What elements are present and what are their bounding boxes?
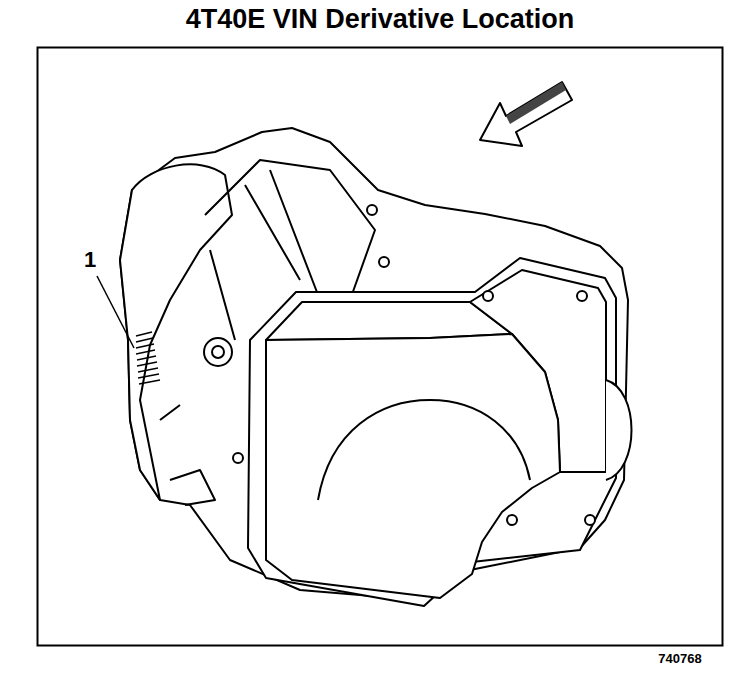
- vin-stamp-area: [136, 332, 160, 384]
- bolt: [577, 291, 587, 301]
- pan-flange: [160, 405, 215, 505]
- bolt: [585, 515, 595, 525]
- bolt: [507, 515, 517, 525]
- cover-gasket: [248, 258, 616, 606]
- figure-number: 740768: [658, 652, 701, 665]
- boss: [204, 338, 232, 366]
- bolt: [379, 257, 389, 267]
- side-cover-front: [266, 334, 560, 598]
- bolt: [367, 205, 377, 215]
- view-arrow: [480, 82, 572, 146]
- figure-frame: [38, 48, 723, 646]
- leader-line: [97, 276, 134, 348]
- bell-housing: [120, 164, 232, 500]
- side-cover-top: [266, 302, 512, 340]
- diagram-title: 4T40E VIN Derivative Location: [186, 6, 575, 33]
- bolt: [483, 291, 493, 301]
- boss-hole: [212, 346, 224, 358]
- output-seal: [606, 380, 632, 480]
- transmission-case: [120, 128, 632, 606]
- cover-hump: [318, 400, 530, 500]
- bolt: [233, 453, 243, 463]
- callout-number: 1: [84, 249, 96, 271]
